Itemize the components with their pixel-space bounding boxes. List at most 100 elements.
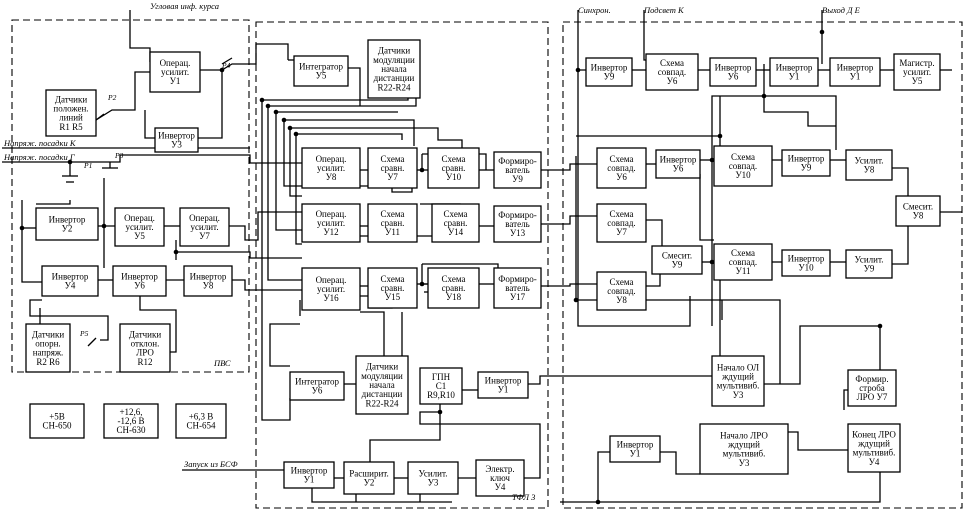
end_lro-label-line: Конец ЛРО [852, 429, 896, 439]
coin_u7-label-line: У7 [616, 227, 627, 237]
inv_u1_r2-box [829, 57, 881, 87]
inv_u1_r2-label-line: У1 [850, 72, 861, 82]
mix_u8-label-line: Смесит. [903, 201, 933, 211]
inv_u2-box [35, 207, 99, 241]
ps_5-box [29, 403, 85, 439]
cmp_u14-label-line: Схема [444, 209, 468, 219]
coin_u6-box [596, 147, 647, 189]
inv_u2-label-line: Инвертор [49, 214, 86, 224]
label-frame-pvs: ПВС [213, 358, 231, 368]
mix_u9-label-line: У9 [672, 260, 683, 270]
dmod_bot-label-line: модуляции [361, 371, 403, 381]
gpn_c1-label-line: ГПН [432, 372, 451, 382]
dp_lines-label-line: Датчики [55, 94, 88, 104]
label-sync: Синхрон. [578, 5, 611, 15]
coin_u8-label-line: Схема [610, 277, 634, 287]
op_u5_l-label-line: Операц. [124, 213, 155, 223]
cmp_u11-label-line: Схема [381, 209, 405, 219]
end_lro-label-line: ждущий [857, 438, 890, 448]
gpn_c1-label-line: R9,R10 [427, 390, 455, 400]
op_u16-label-line: У16 [323, 293, 339, 303]
coin_u8-label-line: совпад. [607, 286, 635, 296]
coin_u11-box [713, 243, 773, 281]
inv_u1_b-box [283, 461, 335, 489]
cmp_u15-label-line: У15 [385, 292, 401, 302]
mix_u9-box [651, 245, 703, 275]
dp_ref-label-line: опорн. [35, 338, 60, 348]
cmp_u7-box [367, 147, 418, 189]
coin_u6-label-line: совпад. [607, 163, 635, 173]
cmp_u14-label-line: У14 [448, 227, 464, 237]
inv_u10-box [781, 249, 831, 277]
amp_u9-label-line: У9 [864, 264, 875, 274]
key_u4-label-line: У4 [495, 482, 506, 492]
start_lro-label-line: ждущий [727, 439, 760, 449]
coin_u6-label-line: Схема [610, 154, 634, 164]
inv_u1_r1-label-line: У1 [789, 72, 800, 82]
dp_lro-box [119, 323, 171, 373]
op_u7-box [179, 207, 230, 247]
inv_u6_r2-box [655, 149, 701, 179]
coin_u10-label-line: совпад. [729, 161, 757, 171]
fmt_u13-label-line: Формиро- [498, 210, 536, 220]
dp_lro-label-line: отклон. [131, 338, 160, 348]
inv_u6_r-label-line: У6 [728, 72, 739, 82]
inv_u1_r1-box [769, 57, 819, 87]
key_u4-label-line: ключ [490, 473, 510, 483]
cmp_u11-label-line: У11 [385, 227, 400, 237]
label-relay-p4: Р4 [221, 61, 231, 70]
ext_u2-label-line: Расширит. [349, 468, 389, 478]
op_u7-label-line: усилит. [190, 222, 218, 232]
fmt_u9-label-line: ватель [505, 165, 529, 175]
inv_u3_l-label-line: Инвертор [158, 130, 195, 140]
int_u5-label-line: Интегратор [299, 61, 344, 71]
key_u4-label-line: Электр. [485, 464, 514, 474]
dp_ref-label-line: R2 R6 [36, 357, 60, 367]
coin_u8-box [596, 271, 647, 311]
frame-tfl [255, 21, 549, 509]
amp_u9-label-line: Усилит. [855, 254, 884, 264]
op-amp-u8-block: Операц.усилит.У8 [301, 147, 361, 189]
cmp_u18-box [427, 267, 480, 309]
dp_ref-label-line: Датчики [32, 329, 65, 339]
ps_12-box [103, 403, 159, 439]
coin_u6_t-label-line: совпад. [658, 67, 686, 77]
op_u5_l-label-line: У5 [134, 231, 145, 241]
end_lro-box [847, 423, 901, 473]
start_ol-box [711, 355, 765, 407]
label-relay-p3: Р3 [114, 151, 124, 160]
op_u1-label-line: усилит. [161, 67, 189, 77]
cmp_u14-label-line: сравн. [444, 218, 468, 228]
coin_u6_t-box [645, 53, 699, 91]
op_u12-label-line: У12 [323, 227, 338, 237]
label-relay-p2: Р2 [107, 93, 117, 102]
op_u1-box [149, 51, 201, 93]
cmp_u11-box [367, 203, 418, 243]
fmt_u13-label-line: У13 [510, 228, 526, 238]
start_lro-label-line: Начало ЛРО [720, 430, 768, 440]
dp_ref-box [25, 323, 71, 373]
fmt_u17-label-line: ватель [505, 283, 529, 293]
inv_u6_l-label-line: У6 [134, 281, 145, 291]
expander-u2-block: Расширит.У2 [343, 461, 395, 495]
op_u7-label-line: Операц. [189, 213, 220, 223]
fmt_u9-label-line: Формиро- [498, 156, 536, 166]
start_lro-label-line: У3 [739, 458, 750, 468]
op_u16-box [301, 267, 361, 311]
ps_12-label-line: +12,6, [119, 407, 142, 417]
frame-right [562, 21, 963, 509]
mag_u5-label-line: У5 [912, 76, 923, 86]
coin_u10-box [713, 145, 773, 187]
